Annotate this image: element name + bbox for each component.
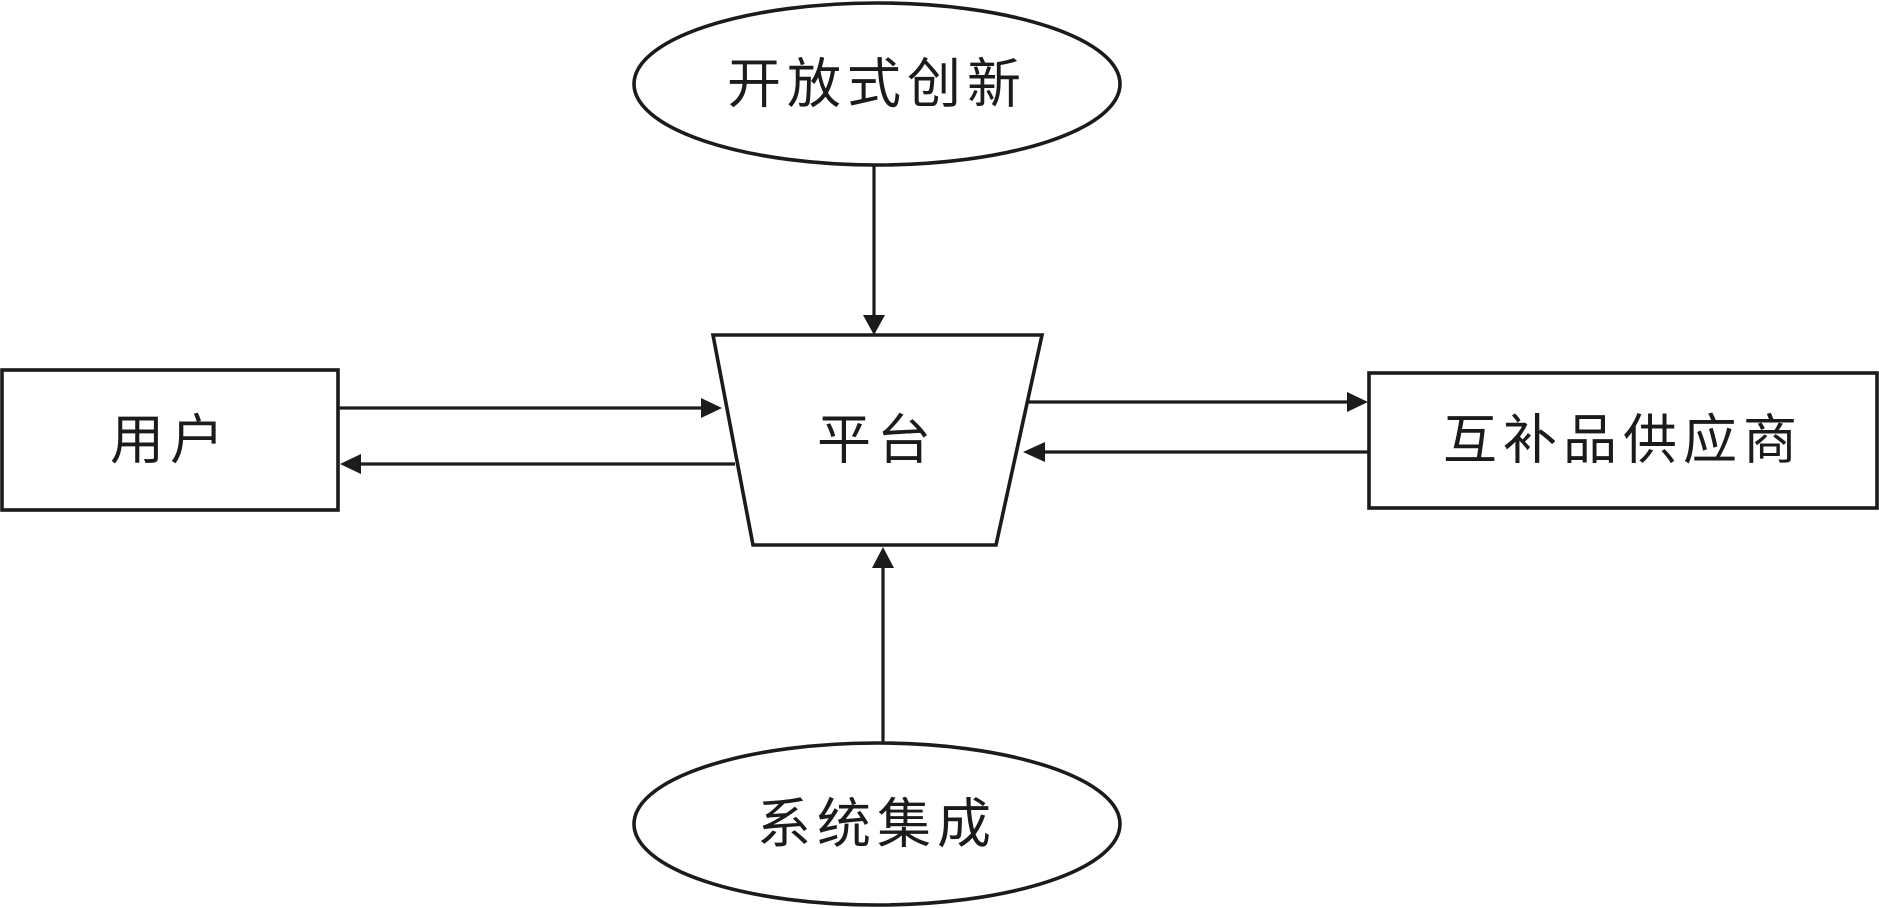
platform-label: 平台 xyxy=(817,409,937,472)
node-system-integration: 系统集成 xyxy=(632,741,1122,907)
arrow-up-icon xyxy=(872,547,894,568)
edge-complement-suppliers-to-platform xyxy=(1023,442,1369,462)
open-innovation-label: 开放式创新 xyxy=(727,53,1027,116)
node-complement-suppliers: 互补品供应商 xyxy=(1367,371,1879,510)
users-label: 用户 xyxy=(110,409,230,472)
edge-platform-to-users xyxy=(340,454,735,474)
system-integration-label: 系统集成 xyxy=(757,793,997,856)
platform-trapezoid xyxy=(710,333,1045,547)
complement-suppliers-box xyxy=(1367,371,1879,510)
edge-users-to-platform xyxy=(338,398,722,418)
open-innovation-ellipse xyxy=(632,1,1122,167)
node-open-innovation: 开放式创新 xyxy=(632,1,1122,167)
arrow-left-icon xyxy=(340,454,361,474)
arrow-down-icon xyxy=(863,315,885,335)
edge-system-integration-to-platform xyxy=(872,547,894,743)
system-integration-ellipse xyxy=(632,741,1122,907)
edge-platform-to-complement-suppliers xyxy=(1029,392,1368,412)
arrow-right-icon xyxy=(1347,392,1368,412)
complement-suppliers-label: 互补品供应商 xyxy=(1443,409,1803,472)
edge-open-innovation-to-platform xyxy=(863,165,885,335)
node-platform: 平台 xyxy=(710,333,1045,547)
users-box xyxy=(0,368,340,512)
arrow-right-icon xyxy=(701,398,722,418)
node-users: 用户 xyxy=(0,368,340,512)
arrow-left-icon xyxy=(1023,442,1045,462)
